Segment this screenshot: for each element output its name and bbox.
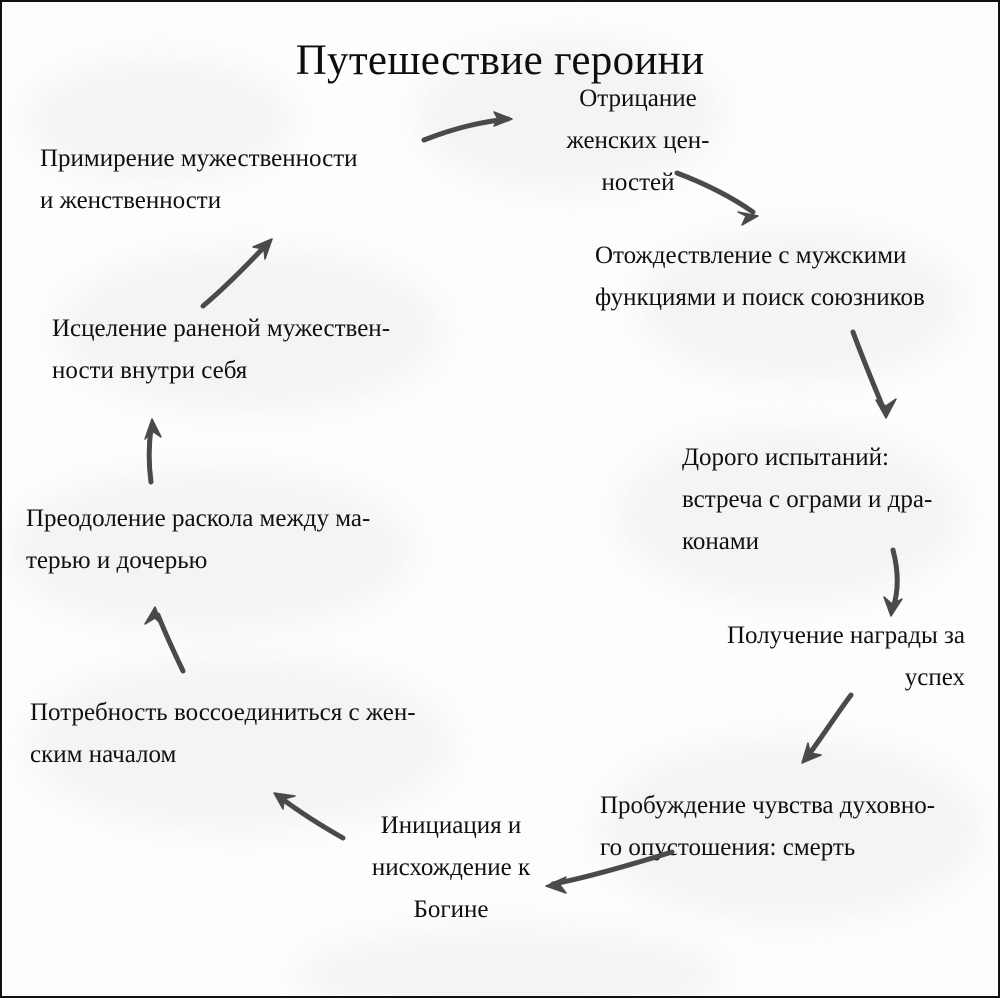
node-spiritual-death: Пробуждение чувства духовно- го опустоше…: [600, 792, 936, 861]
background-blob: [300, 930, 720, 998]
node-initiation: Инициация и нисхождение к Богине: [371, 812, 531, 923]
node-mother-daughter: Преодоление раскола между ма- терью и до…: [26, 505, 371, 574]
arrow-identification-to-trials-icon: [850, 329, 897, 419]
arrow-reward-to-death-icon: [801, 692, 854, 764]
node-identification: Отождествление с мужскими функциями и по…: [595, 242, 925, 311]
node-healing-masculine: Исцеление раненой мужествен- ности внутр…: [52, 315, 391, 384]
node-denial: Отрицание женских цен- ностей: [566, 85, 710, 196]
node-reconciliation: Примирение мужественности и женственност…: [40, 145, 358, 214]
page-title: Путешествие героини: [295, 36, 705, 84]
node-road-of-trials: Дорого испытаний: встреча с ограми и дра…: [682, 444, 933, 555]
arrow-mother-daughter-to-healing-icon: [144, 418, 162, 485]
arrow-healing-to-reconciliation-icon: [200, 238, 273, 309]
arrow-initiation-to-reunion-icon: [273, 792, 346, 841]
arrow-reunion-to-mother-daughter-icon: [144, 606, 186, 674]
arrow-reconciliation-to-denial-icon: [421, 111, 513, 143]
node-reward: Получение награды за успех: [726, 622, 965, 691]
node-reunion-need: Потребность воссоединиться с жен- ским н…: [30, 699, 416, 768]
